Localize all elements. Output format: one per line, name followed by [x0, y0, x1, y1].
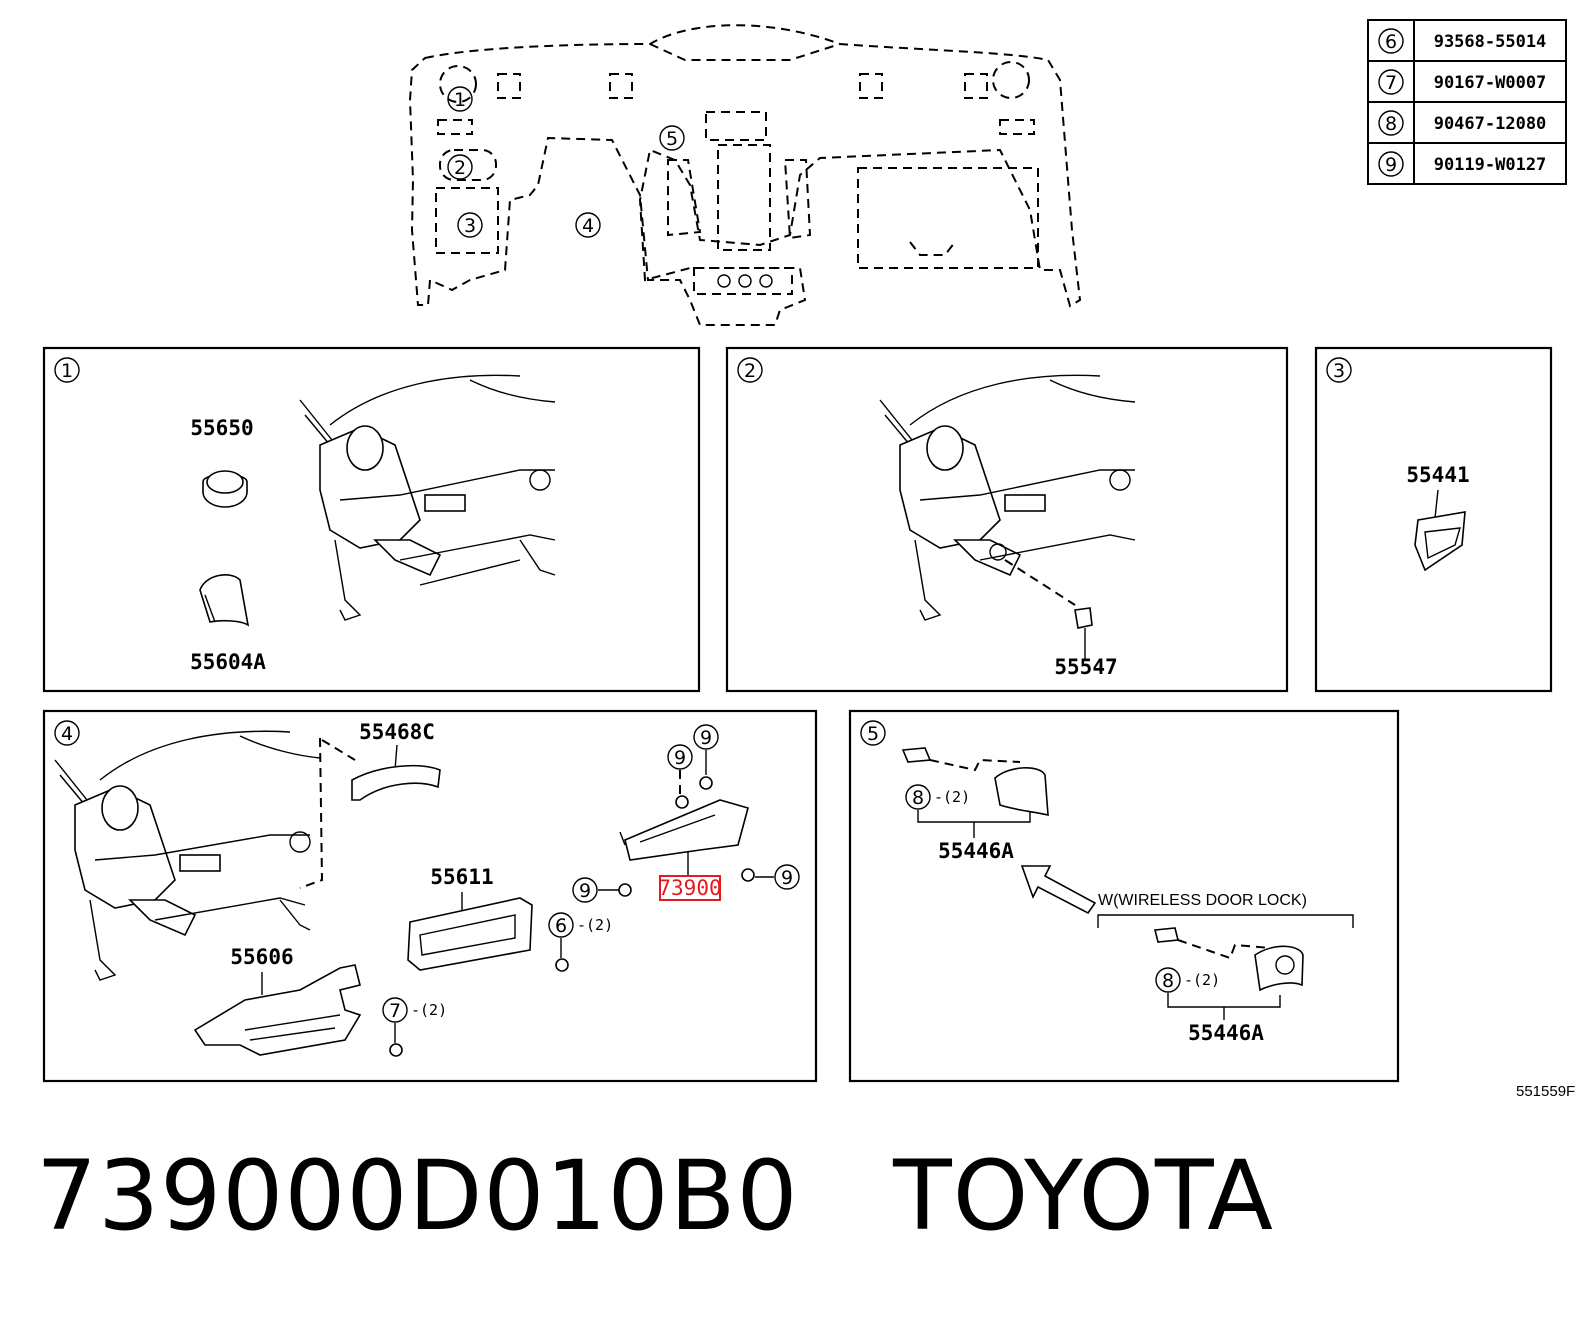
- wireless-switch-part: [1153, 927, 1304, 992]
- table-row-part: 90467-12080: [1434, 114, 1547, 134]
- table-row-num: 9: [1385, 154, 1397, 176]
- option-label: W(WIRELESS DOOR LOCK): [1098, 892, 1307, 909]
- dashboard-corner-sketch: [879, 374, 1136, 621]
- fastener-table: 6 93568-55014 7 90167-W0007 8 90467-1208…: [1367, 19, 1567, 185]
- svg-text:9: 9: [781, 867, 793, 889]
- dashboard-corner-sketch: [54, 730, 321, 981]
- detail-panel-2: 2 55547: [725, 346, 1289, 693]
- svg-text:1: 1: [454, 89, 466, 111]
- svg-text:-(2): -(2): [577, 916, 613, 934]
- switch-part: [1074, 607, 1093, 660]
- callout-8-lower: 8 -(2): [1155, 967, 1281, 1020]
- table-row-num: 6: [1385, 31, 1397, 53]
- callout-6: 6 -(2): [548, 912, 613, 972]
- callout-7: 7 -(2): [382, 997, 447, 1057]
- svg-text:7: 7: [389, 1000, 401, 1022]
- part-label-55604A: 55604A: [190, 650, 266, 674]
- overview-callout-4: 4: [575, 212, 601, 238]
- callout-9-b: 9: [693, 724, 719, 790]
- svg-text:5: 5: [867, 723, 879, 745]
- part-label-55650: 55650: [190, 416, 253, 440]
- highlight-box: [659, 875, 721, 901]
- diagram-reference: 551559F: [1516, 1083, 1575, 1100]
- table-row-num: 8: [1385, 113, 1397, 135]
- arrow-icon: [1020, 865, 1097, 915]
- table-row-part: 90167-W0007: [1434, 73, 1547, 93]
- vent-cover-part: [199, 574, 250, 627]
- callout-8-upper: 8 -(2): [905, 784, 1031, 838]
- callout-9-a: 9: [667, 744, 693, 809]
- svg-text:4: 4: [61, 723, 73, 745]
- detail-panel-4: 4 55468C 55611 55606: [42, 709, 818, 1083]
- svg-text:3: 3: [464, 215, 476, 237]
- overview-callout-2: 2: [447, 154, 473, 180]
- svg-text:3: 3: [1333, 360, 1345, 382]
- part-label-55606: 55606: [230, 945, 293, 969]
- table-row-part: 90119-W0127: [1434, 155, 1547, 175]
- footer-part-number: 739000D010B0: [36, 1140, 799, 1252]
- svg-text:2: 2: [454, 157, 466, 179]
- bracket-part: [193, 964, 362, 1056]
- callout-9-c: 9: [572, 877, 632, 903]
- svg-text:-(2): -(2): [1184, 971, 1220, 989]
- svg-text:9: 9: [700, 727, 712, 749]
- dashboard-overview: [408, 24, 1082, 326]
- svg-text:9: 9: [579, 880, 591, 902]
- dashboard-corner-sketch: [299, 374, 556, 621]
- part-label-55611: 55611: [430, 865, 493, 889]
- knee-panel-part: [619, 799, 749, 875]
- svg-text:1: 1: [61, 360, 73, 382]
- part-label-55468C: 55468C: [359, 720, 435, 744]
- footer-brand: TOYOTA: [893, 1140, 1274, 1252]
- footer-title: 739000D010B0 TOYOTA: [36, 1140, 1274, 1252]
- table-row-num: 7: [1385, 72, 1397, 94]
- overview-callout-5: 5: [659, 125, 685, 151]
- trim-strip-part: [351, 764, 441, 801]
- detail-panel-1: 1 55650 55604A: [42, 346, 701, 693]
- pocket-part: [1414, 511, 1466, 572]
- svg-text:9: 9: [674, 747, 686, 769]
- part-label-73900: 73900: [658, 876, 721, 900]
- detail-panel-5: 5 8 -(2) 55446A W(WIRELESS DOOR LOCK): [848, 709, 1400, 1083]
- callout-9-d: 9: [741, 864, 800, 890]
- lower-panel-part: [407, 897, 533, 971]
- table-row-part: 93568-55014: [1434, 32, 1547, 52]
- switch-clip-part: [901, 747, 1049, 817]
- svg-text:2: 2: [744, 360, 756, 382]
- svg-text:-(2): -(2): [934, 788, 970, 806]
- svg-text:5: 5: [666, 128, 678, 150]
- overview-callout-3: 3: [457, 212, 483, 238]
- part-label-55446A-lower: 55446A: [1188, 1021, 1264, 1045]
- svg-text:8: 8: [912, 787, 924, 809]
- overview-callout-1: 1: [447, 86, 473, 112]
- part-label-55547: 55547: [1054, 655, 1117, 679]
- svg-text:4: 4: [582, 215, 594, 237]
- part-label-55446A-upper: 55446A: [938, 839, 1014, 863]
- vent-knob-part: [202, 470, 248, 508]
- svg-text:8: 8: [1162, 970, 1174, 992]
- part-label-55441: 55441: [1406, 463, 1469, 487]
- svg-text:-(2): -(2): [411, 1001, 447, 1019]
- detail-panel-3: 3 55441: [1314, 346, 1553, 693]
- svg-text:6: 6: [555, 915, 567, 937]
